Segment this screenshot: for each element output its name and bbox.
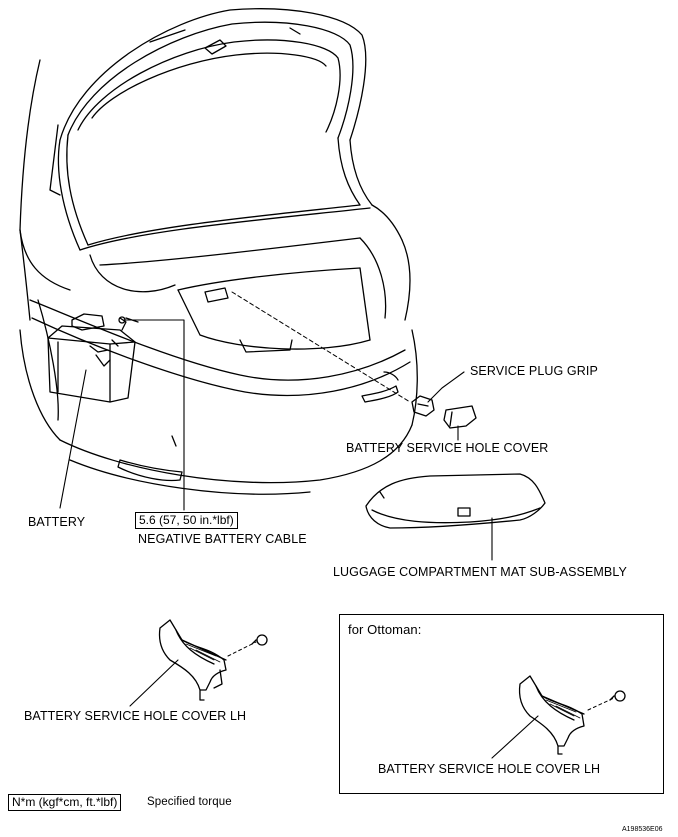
figure-id: A198536E06 <box>622 826 663 833</box>
service-plug-grip-illustration <box>411 395 477 429</box>
ottoman-clip-icon <box>609 690 626 702</box>
ottoman-title: for Ottoman: <box>348 622 422 637</box>
torque-value-box: 5.6 (57, 50 in.*lbf) <box>135 512 238 529</box>
label-battery: BATTERY <box>28 515 86 529</box>
clip-icon <box>251 634 268 646</box>
leader-ottoman-cover-lh <box>491 715 539 759</box>
label-battery-service-hole-cover: BATTERY SERVICE HOLE COVER <box>346 441 549 455</box>
luggage-mat-illustration <box>365 473 546 529</box>
legend-unit-box: N*m (kgf*cm, ft.*lbf) <box>8 794 122 811</box>
cover-lh-dashed <box>227 641 257 657</box>
leader-battery <box>59 369 87 509</box>
leader-negative-cable <box>123 319 185 511</box>
cover-lh-illustration <box>158 619 227 701</box>
leader-cover-lh <box>129 659 179 707</box>
battery-illustration <box>47 313 139 403</box>
label-ottoman-cover-lh: BATTERY SERVICE HOLE COVER LH <box>378 762 601 776</box>
ottoman-cover-lh-illustration <box>518 675 585 755</box>
label-battery-service-hole-cover-lh: BATTERY SERVICE HOLE COVER LH <box>24 709 247 723</box>
car-rear-view <box>19 8 418 495</box>
legend-description: Specified torque <box>147 796 232 808</box>
label-negative-battery-cable: NEGATIVE BATTERY CABLE <box>138 532 307 546</box>
label-service-plug-grip: SERVICE PLUG GRIP <box>470 364 598 378</box>
dashed-guide-line <box>231 291 411 403</box>
leader-service-plug-grip <box>427 371 465 403</box>
ottoman-inset-frame <box>339 614 664 794</box>
label-luggage-compartment-mat: LUGGAGE COMPARTMENT MAT SUB-ASSEMBLY <box>333 565 627 579</box>
